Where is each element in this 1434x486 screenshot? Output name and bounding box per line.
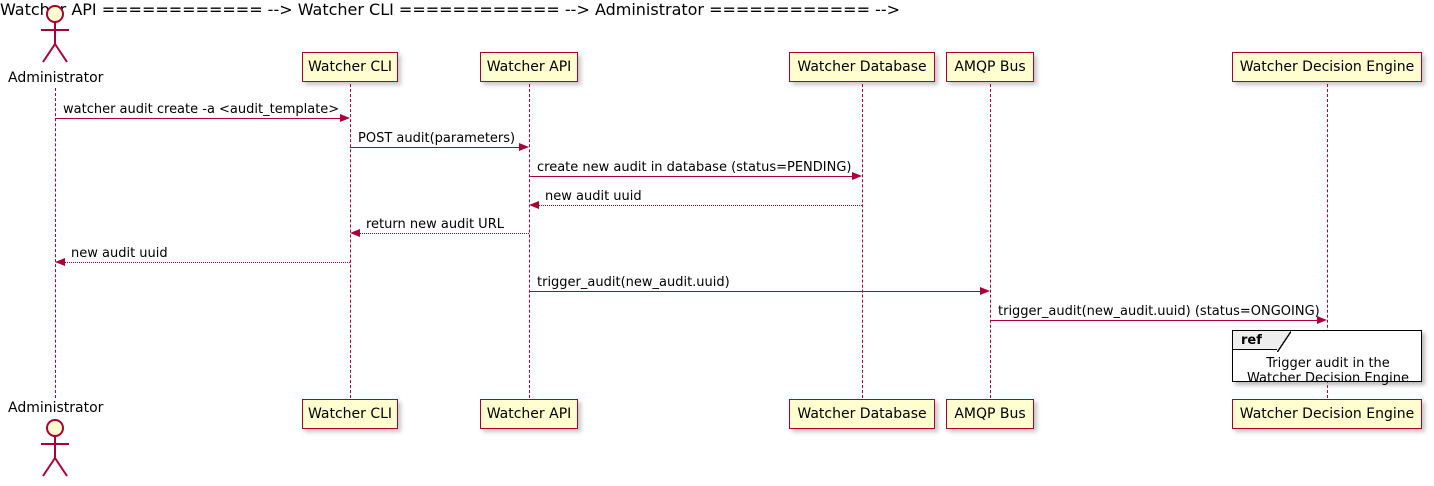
message-line-3	[529, 176, 852, 177]
message-label-2: POST audit(parameters)	[358, 131, 516, 146]
message-label-3: create new audit in database (status=PEN…	[537, 160, 852, 175]
message-arrowhead-6	[55, 257, 65, 266]
participant-label-watcher-decision-engine-bottom: Watcher Decision Engine	[1239, 406, 1415, 422]
participant-label-watcher-api-bottom: Watcher API	[486, 406, 572, 422]
participant-label-watcher-cli-top: Watcher CLI	[307, 59, 393, 75]
message-label-8: trigger_audit(new_audit.uuid) (status=ON…	[998, 304, 1320, 319]
actor-administrator-top	[30, 4, 80, 66]
message-line-6	[65, 262, 350, 263]
lifeline-administrator	[55, 88, 56, 398]
message-label-1: watcher audit create -a <audit_template>	[63, 102, 340, 117]
participant-label-watcher-database-top: Watcher Database	[797, 59, 927, 75]
lifeline-watcher-database	[862, 84, 863, 398]
participant-label-amqp-bus-top: AMQP Bus	[954, 59, 1026, 75]
message-label-6: new audit uuid	[71, 246, 168, 261]
participant-label-watcher-cli-bottom: Watcher CLI	[307, 406, 393, 422]
actor-figure-icon	[41, 5, 69, 63]
participant-label-watcher-database-bottom: Watcher Database	[797, 406, 927, 422]
actor-administrator-bottom	[30, 418, 80, 480]
message-line-2	[350, 147, 519, 148]
message-arrowhead-2	[519, 142, 529, 151]
ref-fragment-tab-notch	[1277, 331, 1291, 352]
participant-box-amqp-bus-top[interactable]: AMQP Bus	[946, 52, 1034, 82]
participant-box-watcher-database-top[interactable]: Watcher Database	[789, 52, 935, 82]
ref-fragment-body-line1: Trigger audit in the	[1266, 356, 1390, 371]
actor-label-administrator-bottom: Administrator	[8, 400, 104, 416]
ref-fragment-tag: ref	[1233, 331, 1285, 350]
message-line-5	[360, 233, 529, 234]
participant-label-watcher-decision-engine-top: Watcher Decision Engine	[1239, 59, 1415, 75]
message-line-1	[55, 118, 340, 119]
participant-box-watcher-cli-bottom[interactable]: Watcher CLI	[302, 399, 398, 429]
participant-box-watcher-api-top[interactable]: Watcher API	[480, 52, 578, 82]
ref-fragment: ref Trigger audit in the Watcher Decisio…	[1232, 330, 1422, 386]
message-arrowhead-8	[1317, 315, 1327, 324]
participant-label-watcher-api-top: Watcher API	[486, 59, 572, 75]
actor-label-administrator-top: Administrator	[8, 70, 104, 86]
participant-box-watcher-database-bottom[interactable]: Watcher Database	[789, 399, 935, 429]
message-arrowhead-4	[529, 200, 539, 209]
message-line-8	[990, 320, 1317, 321]
message-arrowhead-3	[852, 171, 862, 180]
message-arrowhead-5	[350, 228, 360, 237]
message-label-4: new audit uuid	[545, 189, 642, 204]
participant-box-watcher-decision-engine-bottom[interactable]: Watcher Decision Engine	[1232, 399, 1422, 429]
message-line-4	[539, 205, 862, 206]
participant-box-amqp-bus-bottom[interactable]: AMQP Bus	[946, 399, 1034, 429]
message-label-7: trigger_audit(new_audit.uuid)	[537, 275, 730, 290]
participant-box-watcher-cli-top[interactable]: Watcher CLI	[302, 52, 398, 82]
message-line-7	[529, 291, 980, 292]
actor-figure-icon	[41, 419, 69, 477]
lifeline-amqp-bus	[990, 84, 991, 398]
ref-fragment-body: Trigger audit in the Watcher Decision En…	[1233, 356, 1423, 386]
participant-box-watcher-decision-engine-top[interactable]: Watcher Decision Engine	[1232, 52, 1422, 82]
message-label-5: return new audit URL	[366, 217, 504, 232]
message-arrowhead-7	[980, 286, 990, 295]
participant-box-watcher-api-bottom[interactable]: Watcher API	[480, 399, 578, 429]
lifeline-watcher-cli	[350, 84, 351, 398]
ref-fragment-body-line2: Watcher Decision Engine	[1247, 371, 1409, 386]
lifeline-watcher-decision-engine	[1327, 84, 1328, 398]
message-arrowhead-1	[340, 113, 350, 122]
ref-fragment-tag-label: ref	[1241, 332, 1262, 348]
participant-label-amqp-bus-bottom: AMQP Bus	[954, 406, 1026, 422]
lifeline-watcher-api	[529, 84, 530, 398]
